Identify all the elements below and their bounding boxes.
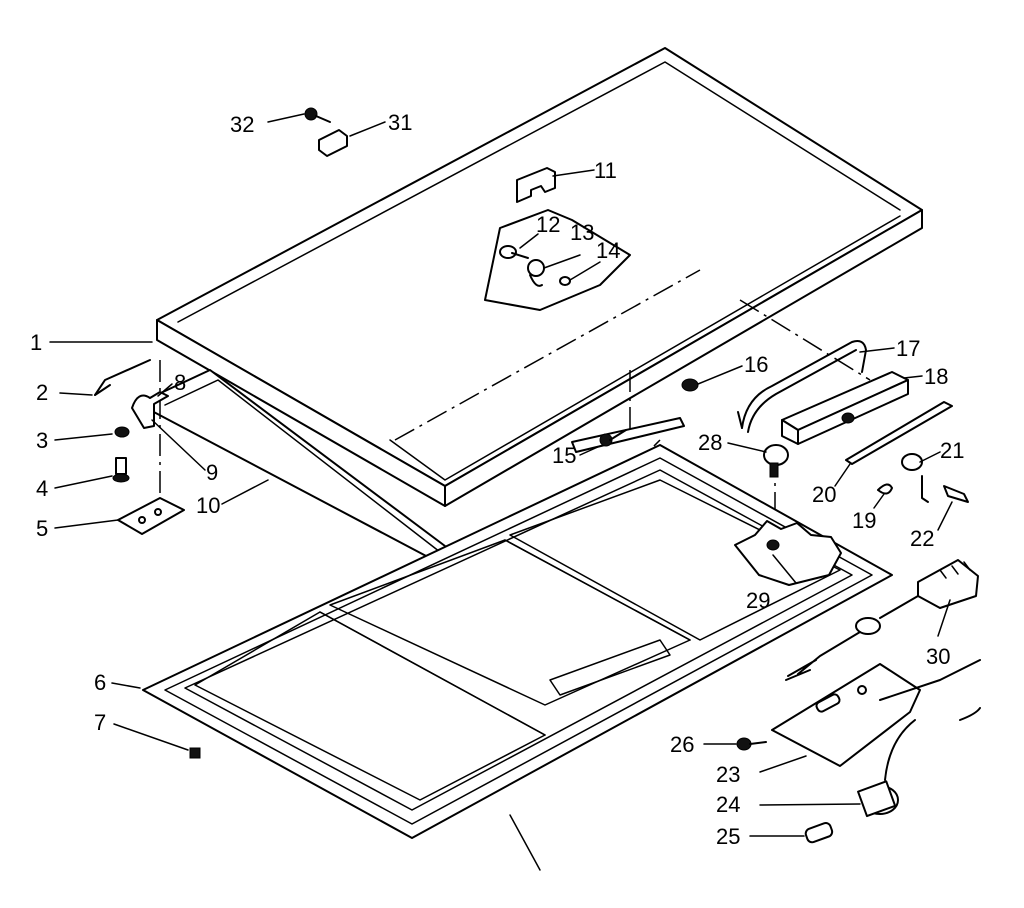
label-2: 2 [36, 380, 48, 405]
nut-handle [841, 412, 855, 424]
bracket-11 [516, 167, 556, 203]
label-12: 12 [536, 212, 560, 237]
hinge-detail-cutout [484, 209, 631, 311]
label-31: 31 [388, 110, 412, 135]
cabinet-top-frame-6 [142, 444, 893, 839]
label-16: 16 [744, 352, 768, 377]
label-23: 23 [716, 762, 740, 787]
label-28: 28 [698, 430, 722, 455]
nut-16 [681, 378, 699, 392]
label-11: 11 [594, 158, 617, 183]
label-7: 7 [94, 710, 106, 735]
label-19: 19 [852, 508, 876, 533]
washer-14 [559, 276, 571, 286]
stray-mark [509, 814, 541, 871]
screw-26 [736, 737, 767, 751]
label-25: 25 [716, 824, 740, 849]
label-13: 13 [570, 220, 594, 245]
label-8: 8 [174, 370, 186, 395]
label-26: 26 [670, 732, 694, 757]
hinge-plate-5 [117, 497, 185, 535]
screw-15 [599, 429, 627, 447]
label-9: 9 [206, 460, 218, 485]
hinge-bracket-8 [131, 391, 169, 429]
screw-32 [304, 107, 331, 123]
foot-7 [189, 747, 201, 759]
label-10: 10 [196, 493, 220, 518]
latch-keeper-31 [318, 129, 348, 157]
bulb-25 [804, 822, 834, 844]
leader-lines [49, 113, 953, 837]
label-14: 14 [596, 238, 620, 263]
control-panel-23 [771, 659, 981, 767]
ledge-strip [571, 417, 685, 453]
label-3: 3 [36, 428, 48, 453]
label-29: 29 [746, 588, 770, 613]
label-5: 5 [36, 516, 48, 541]
label-6: 6 [94, 670, 106, 695]
label-17: 17 [896, 336, 920, 361]
label-32: 32 [230, 112, 254, 137]
thermostat-30 [785, 559, 979, 681]
label-15: 15 [552, 443, 576, 468]
label-24: 24 [716, 792, 740, 817]
washer-19 [877, 483, 893, 495]
key-22 [943, 485, 969, 503]
label-20: 20 [812, 482, 836, 507]
label-30: 30 [926, 644, 950, 669]
bolt-4 [112, 457, 130, 483]
screw-12 [499, 245, 529, 259]
nut-3 [114, 426, 130, 438]
lock-28 [763, 444, 789, 478]
light-socket-24 [857, 719, 916, 818]
label-21: 21 [940, 438, 964, 463]
handle-17 [737, 340, 867, 433]
label-18: 18 [924, 364, 948, 389]
label-4: 4 [36, 476, 48, 501]
part-labels: 1 2 3 4 5 6 7 8 9 10 11 12 13 14 15 16 1… [30, 110, 964, 849]
torn-cutout-29 [734, 520, 842, 586]
label-22: 22 [910, 526, 934, 551]
label-1: 1 [30, 330, 42, 355]
hinge-rod-2 [94, 359, 151, 396]
lock-cylinder-21 [901, 453, 929, 503]
gasket-strip-20 [845, 401, 953, 465]
handle-base-18 [781, 371, 909, 445]
